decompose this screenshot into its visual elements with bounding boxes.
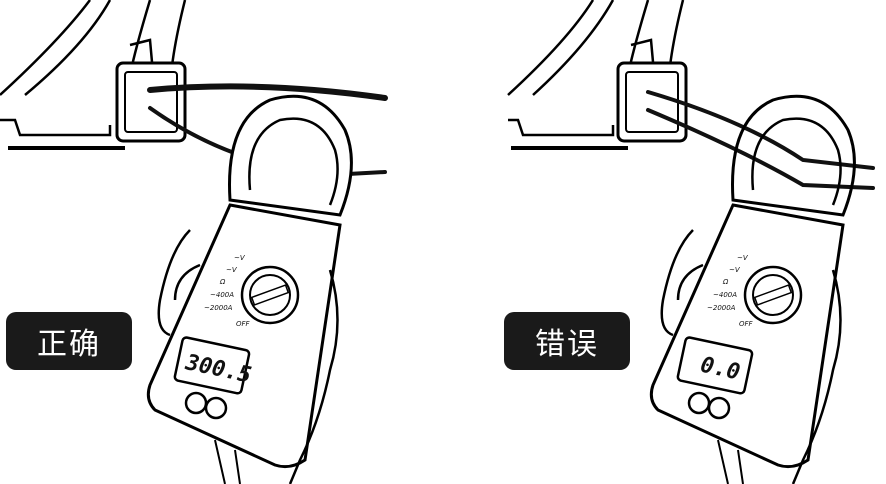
dial-label-acv: ~V (737, 254, 749, 262)
appliance-outline (507, 0, 685, 150)
dial-label-acv: ~V (234, 254, 246, 262)
wire-upper (147, 83, 388, 101)
dial-label-v: ~V (226, 266, 238, 274)
dial-label-2000a: ~2000A (204, 304, 233, 312)
dial-label-ohm: Ω (219, 278, 226, 286)
dial-label-400a: ~400A (210, 291, 234, 299)
wire-lower (646, 108, 875, 190)
hand-outline (157, 229, 339, 484)
clamp-jaw (731, 94, 856, 217)
meter-body (649, 203, 845, 469)
meter-body (146, 203, 342, 469)
wrong-usage-illustration: ~V ~V Ω ~400A ~2000A OFF 0.0 (507, 0, 875, 484)
correct-usage-illustration: ~V ~V Ω ~400A ~2000A OFF 300.5 (0, 0, 388, 484)
plug-box (115, 61, 187, 143)
dial-label-2000a: ~2000A (707, 304, 736, 312)
dial-label-off: OFF (739, 320, 754, 328)
appliance-outline (0, 0, 187, 150)
lcd-screen (676, 336, 754, 395)
clamp-jaw (228, 94, 353, 217)
meter-button-left (184, 391, 208, 415)
dial-label-400a: ~400A (713, 291, 737, 299)
hand-outline (660, 229, 842, 484)
meter-button-left (687, 391, 711, 415)
dial-label-ohm: Ω (722, 278, 729, 286)
dial-label-v: ~V (729, 266, 741, 274)
clamp-meter: ~V ~V Ω ~400A ~2000A OFF 0.0 (649, 94, 856, 484)
panel-wrong: ~V ~V Ω ~400A ~2000A OFF 0.0 错误 (443, 0, 886, 484)
verdict-badge: 错误 (504, 312, 630, 370)
clamp-meter: ~V ~V Ω ~400A ~2000A OFF 300.5 (146, 94, 353, 484)
meter-button-right (707, 396, 731, 420)
wire-upper (646, 90, 875, 170)
verdict-badge: 正确 (6, 312, 132, 370)
panel-correct: ~V ~V Ω ~400A ~2000A OFF 300.5 正确 (0, 0, 388, 484)
meter-button-right (204, 396, 228, 420)
lcd-screen (173, 336, 251, 395)
dial-label-off: OFF (236, 320, 251, 328)
